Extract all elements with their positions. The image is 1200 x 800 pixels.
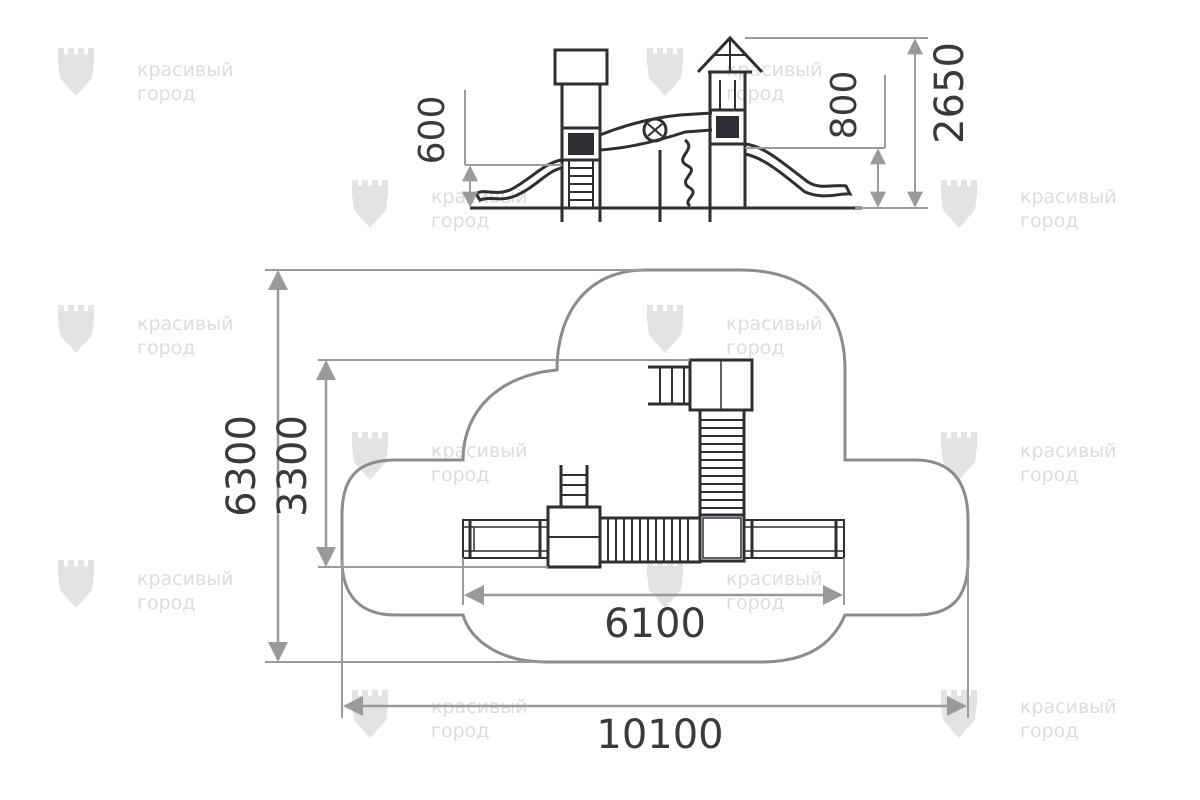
elevation-view: 2650 800 600 [412,35,973,222]
dimension-label-800: 800 [824,71,865,140]
watermark: красивый город [941,690,1117,742]
safety-zone-outline [340,268,970,664]
watermark: красивый город [352,432,528,486]
watermark: красивый город [352,690,528,742]
watermark: красивый город [58,560,234,614]
plan-left-ladder [559,465,589,507]
watermark: красивый город [352,180,528,232]
svg-text:красивый: красивый [137,59,234,81]
left-ladder [568,160,594,208]
svg-text:красивый: красивый [1020,186,1117,208]
svg-text:красивый: красивый [431,440,528,462]
svg-text:город: город [137,83,195,105]
svg-text:город: город [1020,720,1078,742]
svg-text:красивый: красивый [137,313,234,335]
watermark: красивый город [58,305,234,359]
watermark: красивый город [941,432,1117,486]
watermark: красивый город [941,180,1117,232]
spiral-climber [681,138,695,208]
svg-text:красивый: красивый [726,568,823,590]
svg-text:город: город [726,337,784,359]
svg-text:город: город [431,720,489,742]
tunnel-window [642,117,668,143]
watermarks: красивый город красивый город красивый г… [58,48,1117,742]
right-tower-roof [696,35,764,74]
left-tower-roof [553,48,609,86]
watermark: красивый город [58,48,234,105]
plan-view: 6300 3300 6100 10100 [219,268,970,758]
equipment-plan [462,358,845,569]
svg-text:город: город [431,464,489,486]
watermark: красивый город [647,305,823,359]
dimension-label-10100: 10100 [596,712,723,758]
right-tower-panel [708,108,747,146]
plan-right-slide [743,519,845,559]
dimension-label-6100: 6100 [604,601,706,647]
plan-top-ladder [648,365,690,406]
watermark: красивый город [647,48,823,105]
dimension-label-600: 600 [412,96,453,165]
svg-text:красивый: красивый [1020,440,1117,462]
right-slide [744,142,853,198]
svg-text:город: город [1020,464,1078,486]
left-slide [474,158,563,202]
dimension-label-3300: 3300 [270,415,316,517]
svg-text:красивый: красивый [1020,696,1117,718]
svg-text:красивый: красивый [726,313,823,335]
svg-text:красивый: красивый [726,59,823,81]
plan-right-tower [698,513,746,563]
dimension-label-2650: 2650 [927,42,973,144]
plan-left-slide [462,519,549,559]
left-tower-panel [560,126,602,162]
dimension-label-6300: 6300 [219,415,265,517]
svg-text:город: город [1020,210,1078,232]
svg-text:город: город [137,337,195,359]
svg-text:красивый: красивый [137,568,234,590]
svg-text:город: город [726,83,784,105]
svg-text:город: город [431,210,489,232]
svg-text:город: город [137,592,195,614]
